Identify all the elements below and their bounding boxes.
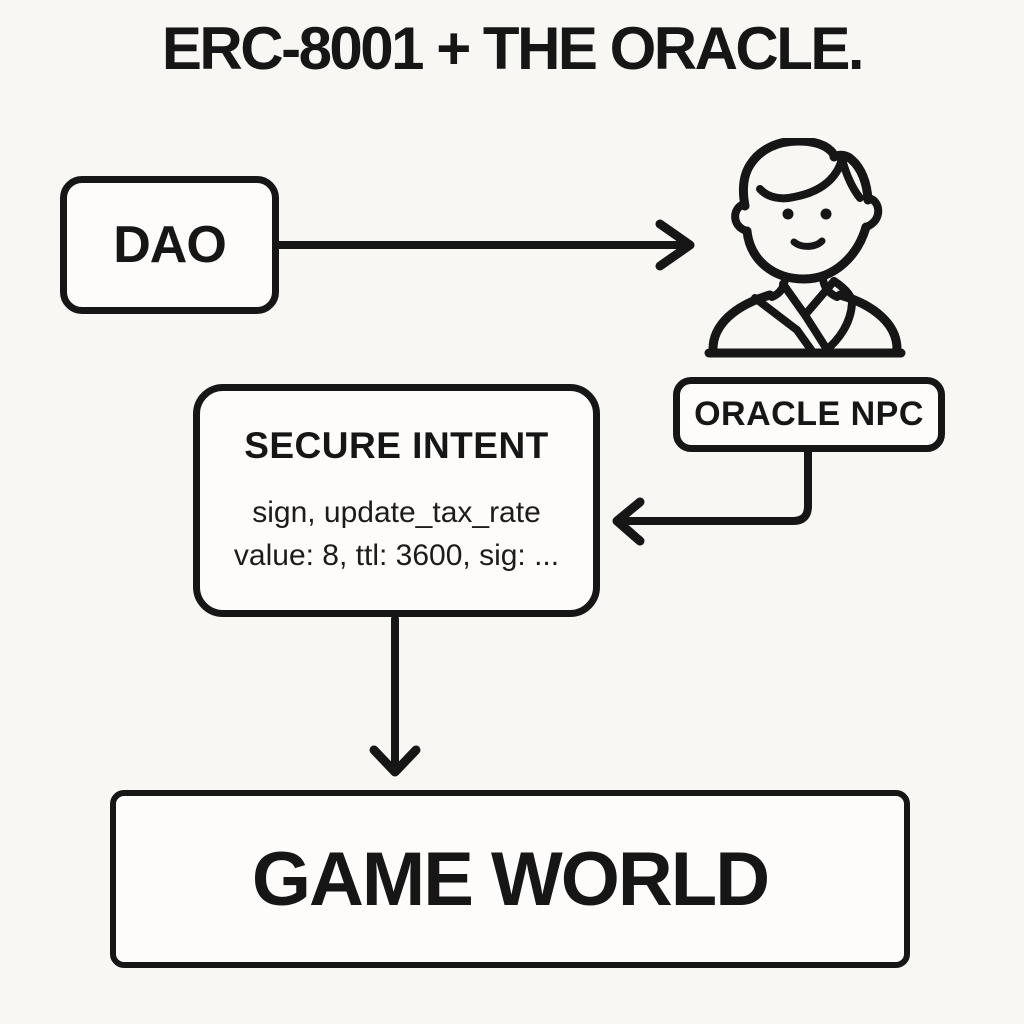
secure-intent-line2: value: 8, ttl: 3600, sig: ...: [233, 539, 560, 572]
person-robe-icon: [704, 136, 906, 358]
secure-intent-title: SECURE INTENT: [244, 425, 549, 466]
node-dao: DAO: [60, 176, 279, 314]
node-oracle-npc: ORACLE NPC: [673, 377, 945, 452]
secure-intent-body: sign, update_tax_rate value: 8, ttl: 360…: [234, 491, 559, 577]
node-dao-label: DAO: [113, 216, 227, 274]
arrow-oracle-to-secure-intent: [612, 448, 812, 546]
secure-intent-line1: sign, update_tax_rate: [252, 496, 541, 529]
node-secure-intent: SECURE INTENT sign, update_tax_rate valu…: [193, 384, 600, 617]
node-game-world: GAME WORLD: [110, 790, 910, 968]
arrow-secure-intent-to-game-world: [369, 615, 421, 777]
oracle-person-icon: [700, 136, 910, 360]
diagram-title: ERC-8001 + THE ORACLE.: [161, 15, 865, 82]
node-oracle-npc-label: ORACLE NPC: [694, 395, 924, 433]
node-game-world-label: GAME WORLD: [251, 836, 770, 922]
arrow-dao-to-oracle: [275, 219, 695, 271]
